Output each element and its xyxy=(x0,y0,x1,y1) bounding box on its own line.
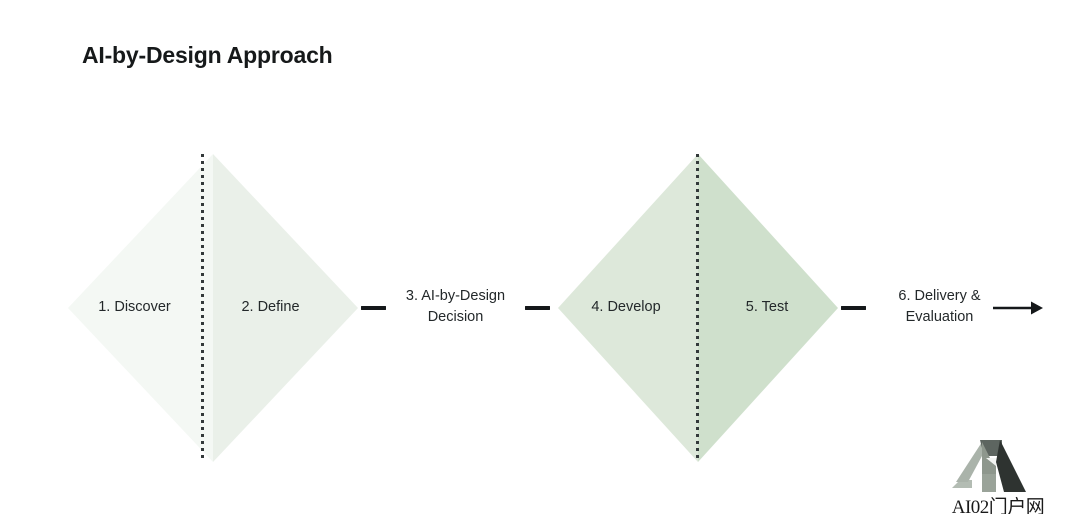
phase-label-discover: 1. Discover xyxy=(98,299,171,315)
connector-dash-3 xyxy=(841,306,866,310)
step-6-line-1: 6. Delivery & xyxy=(898,288,981,304)
discover-define-diamond xyxy=(68,154,358,462)
phase-label-define: 2. Define xyxy=(241,299,300,315)
step-3-line-1: 3. AI-by-Design xyxy=(405,288,506,304)
step-ai-by-design-decision: 3. AI-by-Design Decision xyxy=(388,286,523,328)
connector-dash-2 xyxy=(525,306,550,310)
connector-dash-1 xyxy=(361,306,386,310)
develop-test-diamond xyxy=(558,154,838,462)
phase-label-develop: 4. Develop xyxy=(591,299,661,315)
develop-test-divider xyxy=(696,154,699,462)
step-delivery-evaluation: 6. Delivery & Evaluation xyxy=(872,286,1007,328)
step-3-line-2: Decision xyxy=(427,309,484,325)
arrow-right-icon xyxy=(993,301,1043,315)
discover-define-divider xyxy=(201,154,204,462)
watermark-logo: AI02门户网 xyxy=(938,436,1058,518)
page-title: AI-by-Design Approach xyxy=(82,42,333,68)
logo-a-mark-icon xyxy=(952,440,1026,492)
watermark-text: AI02门户网 xyxy=(951,497,1045,514)
step-6-line-2: Evaluation xyxy=(905,309,974,325)
phase-label-test: 5. Test xyxy=(745,299,789,315)
